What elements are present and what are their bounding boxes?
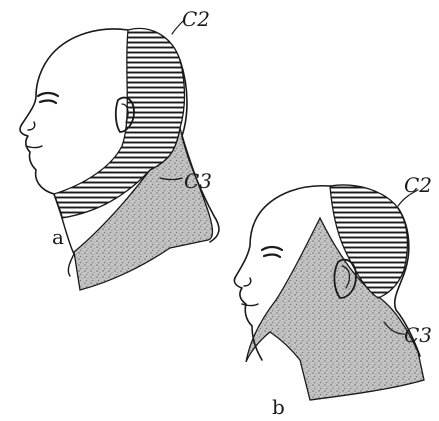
panel-b-label: b [272, 395, 285, 419]
panel-a-c3-label: C3 [184, 169, 212, 193]
panel-b-c3-label: C3 [404, 323, 432, 347]
panel-a-eye [38, 93, 58, 103]
panel-a-head [20, 20, 219, 290]
panel-a-label: a [52, 225, 64, 249]
panel-a-mouth [26, 122, 42, 148]
panel-a-c2-label: C2 [182, 7, 210, 31]
panel-b-mouth [242, 278, 258, 306]
panel-b-head [234, 185, 424, 400]
panel-b-c2-label: C2 [404, 173, 432, 197]
panel-b-eye [262, 247, 282, 257]
